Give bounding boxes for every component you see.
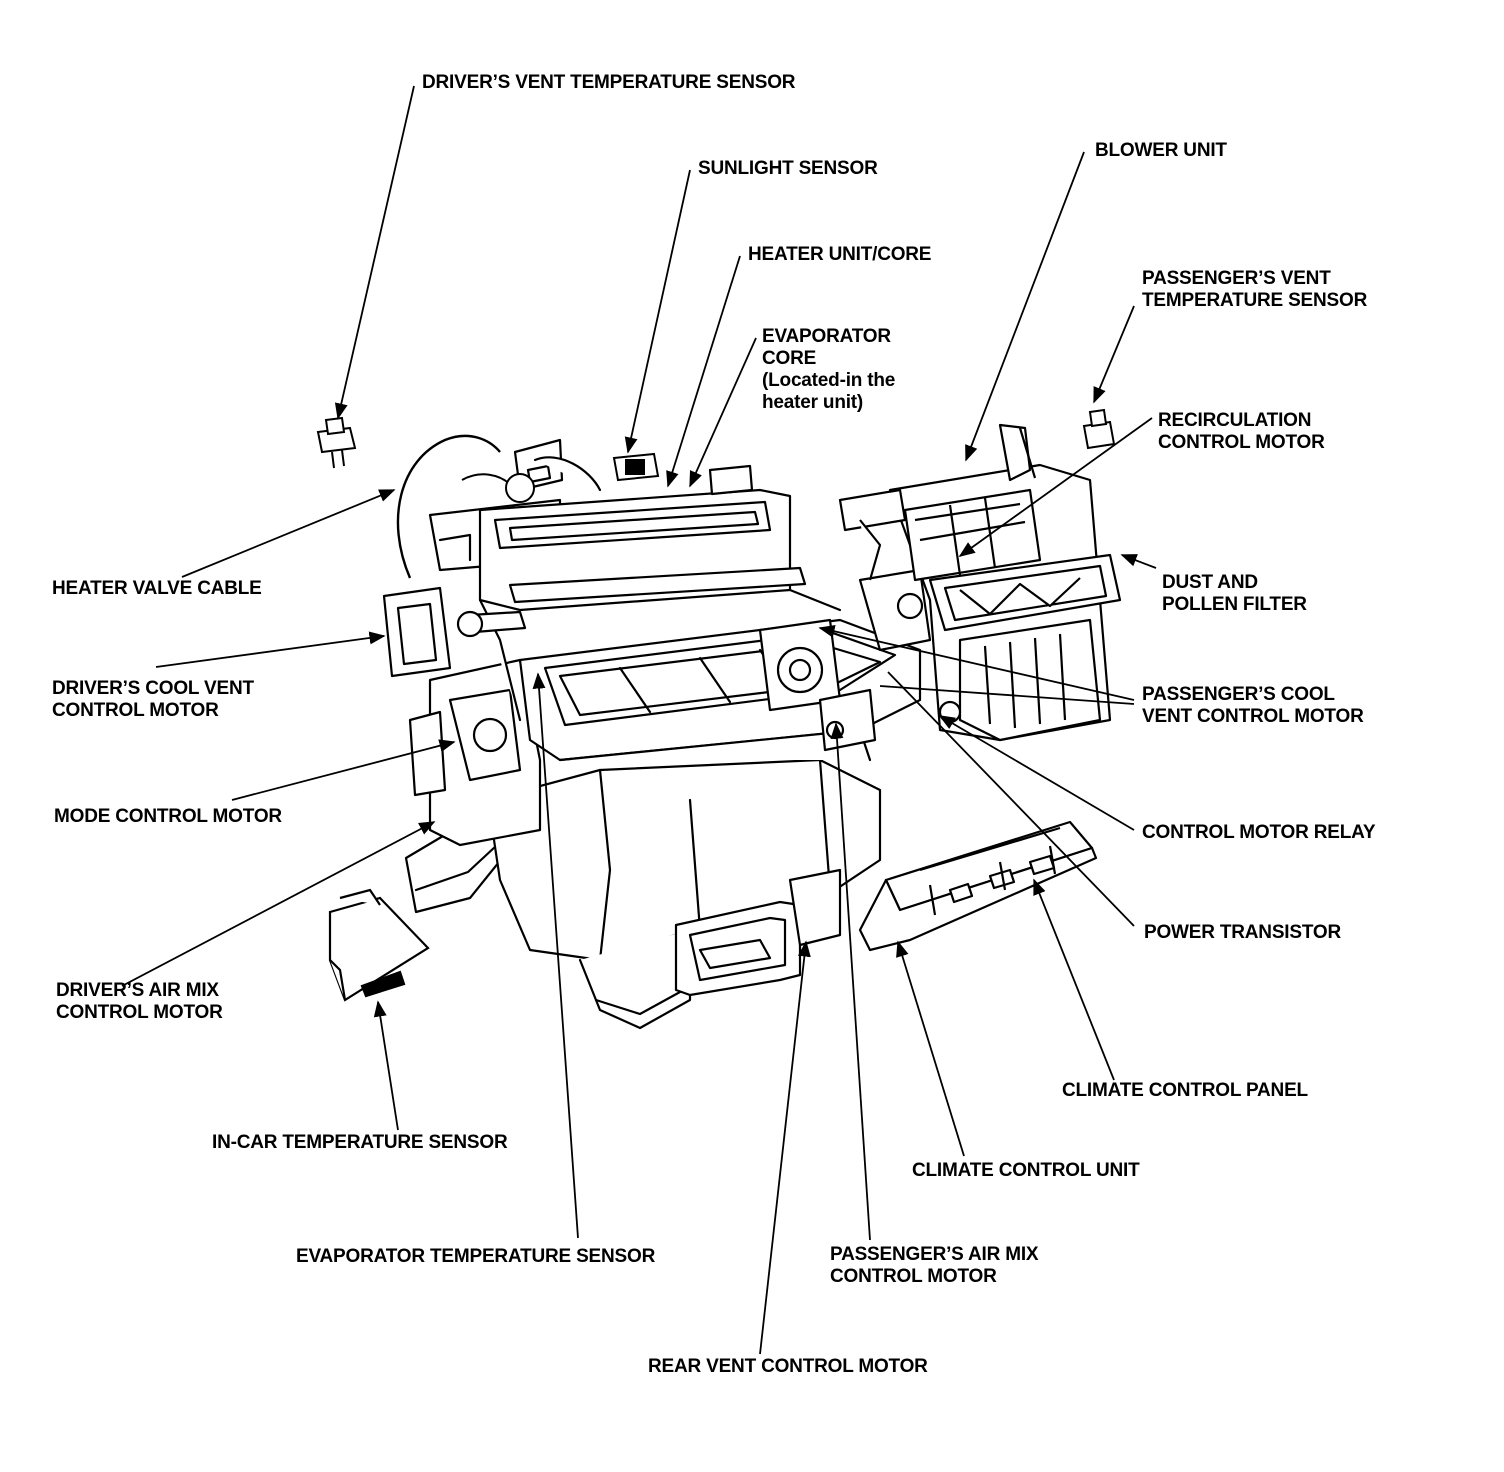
label-line: CONTROL MOTOR: [52, 700, 219, 721]
label-line: REAR VENT CONTROL MOTOR: [648, 1356, 928, 1377]
label-heater-valve-cable: HEATER VALVE CABLE: [52, 578, 262, 600]
label-line: PASSENGER’S VENT: [1142, 268, 1331, 289]
label-passengers-vent-temperature-sensor: PASSENGER’S VENT TEMPERATURE SENSOR: [1142, 268, 1367, 312]
label-passengers-cool-vent-control-motor: PASSENGER’S COOL VENT CONTROL MOTOR: [1142, 684, 1364, 728]
label-line: HEATER VALVE CABLE: [52, 578, 262, 599]
label-line: PASSENGER’S COOL: [1142, 684, 1335, 705]
climate-control-panel-drawing: [858, 820, 1098, 952]
label-line: RECIRCULATION: [1158, 410, 1312, 431]
label-line: VENT CONTROL MOTOR: [1142, 706, 1364, 727]
label-line: DRIVER’S AIR MIX: [56, 980, 219, 1001]
sunlight-sensor-drawing: [612, 452, 660, 482]
label-climate-control-panel: CLIMATE CONTROL PANEL: [1062, 1080, 1308, 1102]
label-line: BLOWER UNIT: [1095, 140, 1227, 161]
label-drivers-vent-temperature-sensor: DRIVER’S VENT TEMPERATURE SENSOR: [422, 72, 795, 94]
label-line: SUNLIGHT SENSOR: [698, 158, 878, 179]
label-line: POLLEN FILTER: [1162, 594, 1307, 615]
label-line: DRIVER’S VENT TEMPERATURE SENSOR: [422, 72, 796, 93]
label-line: EVAPORATOR: [762, 326, 891, 347]
label-passengers-air-mix-control-motor: PASSENGER’S AIR MIX CONTROL MOTOR: [830, 1244, 1039, 1288]
label-line: PASSENGER’S AIR MIX: [830, 1244, 1039, 1265]
label-power-transistor: POWER TRANSISTOR: [1144, 922, 1341, 944]
label-line: POWER TRANSISTOR: [1144, 922, 1342, 943]
heater-unit-drawing: [382, 438, 932, 1030]
label-line: CONTROL MOTOR: [830, 1266, 997, 1287]
label-evaporator-core: EVAPORATOR CORE (Located-in the heater u…: [762, 326, 895, 414]
label-rear-vent-control-motor: REAR VENT CONTROL MOTOR: [648, 1356, 928, 1378]
passengers-vent-temp-sensor-drawing: [1082, 408, 1116, 450]
label-line: MODE CONTROL MOTOR: [54, 806, 282, 827]
label-line: DRIVER’S COOL VENT: [52, 678, 254, 699]
label-heater-unit-core: HEATER UNIT/CORE: [748, 244, 931, 266]
label-line: TEMPERATURE SENSOR: [1142, 290, 1368, 311]
heater-valve-cable-drawing: [396, 434, 501, 579]
blower-unit-drawing: [838, 423, 1122, 742]
label-line: IN-CAR TEMPERATURE SENSOR: [212, 1132, 508, 1153]
label-line: CONTROL MOTOR: [56, 1002, 223, 1023]
label-line: (Located-in the: [762, 370, 896, 391]
in-car-temp-sensor-drawing: [328, 888, 430, 1002]
label-line: DUST AND: [1162, 572, 1258, 593]
label-line: CONTROL MOTOR: [1158, 432, 1325, 453]
label-dust-and-pollen-filter: DUST AND POLLEN FILTER: [1162, 572, 1307, 616]
label-control-motor-relay: CONTROL MOTOR RELAY: [1142, 822, 1376, 844]
label-line: CORE: [762, 348, 817, 369]
label-line: CONTROL MOTOR RELAY: [1142, 822, 1376, 843]
label-line: CLIMATE CONTROL UNIT: [912, 1160, 1140, 1181]
leader-lines: [121, 85, 1157, 1355]
label-mode-control-motor: MODE CONTROL MOTOR: [54, 806, 282, 828]
label-line: CLIMATE CONTROL PANEL: [1062, 1080, 1308, 1101]
label-recirculation-control-motor: RECIRCULATION CONTROL MOTOR: [1158, 410, 1325, 454]
label-sunlight-sensor: SUNLIGHT SENSOR: [698, 158, 878, 180]
drivers-vent-temp-sensor-drawing: [316, 416, 357, 469]
label-climate-control-unit: CLIMATE CONTROL UNIT: [912, 1160, 1140, 1182]
label-line: heater unit): [762, 392, 864, 413]
label-blower-unit: BLOWER UNIT: [1095, 140, 1227, 162]
label-line: HEATER UNIT/CORE: [748, 244, 932, 265]
label-in-car-temperature-sensor: IN-CAR TEMPERATURE SENSOR: [212, 1132, 508, 1154]
label-drivers-air-mix-control-motor: DRIVER’S AIR MIX CONTROL MOTOR: [56, 980, 223, 1024]
label-drivers-cool-vent-control-motor: DRIVER’S COOL VENT CONTROL MOTOR: [52, 678, 254, 722]
label-evaporator-temperature-sensor: EVAPORATOR TEMPERATURE SENSOR: [296, 1246, 655, 1268]
label-line: EVAPORATOR TEMPERATURE SENSOR: [296, 1246, 656, 1267]
